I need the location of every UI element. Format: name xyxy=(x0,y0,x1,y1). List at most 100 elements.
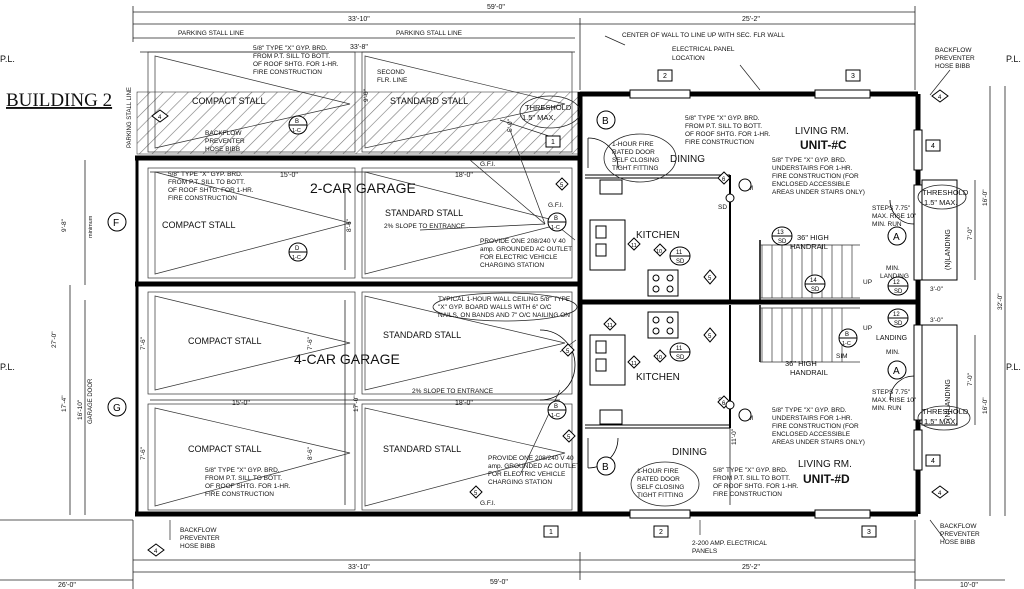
svg-text:SD: SD xyxy=(676,259,685,265)
under-stairs-a4: ENCLOSED ACCESSIBLE xyxy=(772,181,851,188)
up-d: UP xyxy=(863,325,872,332)
dim-top-left: 33'-10" xyxy=(348,16,370,23)
tag-5-e: 5 xyxy=(562,429,576,443)
window-tag-4-bottom: 4 xyxy=(925,454,941,467)
tag-11-c: 11 xyxy=(627,237,641,251)
steps-d1: STEPS 7.75" xyxy=(872,389,911,396)
window-tag-2-bottom: 2 xyxy=(653,525,669,538)
slope-2car: 2% SLOPE TO ENTRANCE xyxy=(384,223,466,230)
svg-text:2: 2 xyxy=(659,529,663,536)
tag-6-a: 6 xyxy=(717,171,731,185)
section-marker-b-mid: B 1-C xyxy=(547,212,567,232)
under-stairs-b3: FIRE CONSTRUCTION (FOR xyxy=(772,423,859,430)
dim-top-right: 25'-2" xyxy=(742,16,760,23)
second-floor-line-2: FLR. LINE xyxy=(377,77,408,84)
backflow-note-a2: PREVENTER xyxy=(205,138,245,145)
note-electrical-panel-location: LOCATION xyxy=(672,55,705,62)
gyp-note-b2: FROM P.T. SILL TO BOTT. xyxy=(168,179,245,186)
svg-text:11: 11 xyxy=(631,243,637,249)
svg-text:3: 3 xyxy=(851,73,855,80)
stall-standard-2car: STANDARD STALL xyxy=(385,208,463,218)
dim-right-upper: 16'-0" xyxy=(982,189,989,206)
fire-door-b4: TIGHT FITTING xyxy=(637,492,683,499)
svg-text:5: 5 xyxy=(708,334,712,340)
threshold-d2: 1.5" MAX. xyxy=(924,417,958,426)
svg-text:B: B xyxy=(845,332,849,338)
svg-text:B: B xyxy=(554,404,558,410)
under-stairs-b4: ENCLOSED ACCESSIBLE xyxy=(772,431,851,438)
svg-text:10: 10 xyxy=(656,355,662,361)
svg-text:6: 6 xyxy=(722,401,726,407)
living-room-c: LIVING RM. xyxy=(795,126,849,137)
stall-standard-top: STANDARD STALL xyxy=(390,96,468,106)
dim-right-landing1: 7'-0" xyxy=(967,226,974,240)
svg-text:11: 11 xyxy=(607,323,613,329)
tag-4-top-right: 4 xyxy=(931,89,949,103)
garage-2car-label: 2-CAR GARAGE xyxy=(310,180,416,196)
svg-text:A: A xyxy=(893,232,900,243)
gyp-note-c2: FROM P.T. SILL TO BOTT. xyxy=(205,475,282,482)
threshold-c1: THRESHOLD xyxy=(922,188,969,197)
tag-10-a: 10 xyxy=(653,243,667,257)
steps-d3: MIN. RUN xyxy=(872,405,902,412)
svg-text:6: 6 xyxy=(722,177,726,183)
dim-top-total: 59'-0" xyxy=(487,4,505,11)
stall-compact-4car-b: COMPACT STALL xyxy=(188,444,262,454)
under-stairs-a1: 5/8" TYPE "X" GYP. BRD. xyxy=(772,157,847,164)
threshold-top-1: THRESHOLD xyxy=(525,103,572,112)
backflow-note-b3: HOSE BIBB xyxy=(935,63,970,70)
sim-d: SIM xyxy=(836,353,848,360)
svg-text:SD: SD xyxy=(811,287,820,293)
dim-second-floor: 33'-8" xyxy=(350,44,368,51)
dim-bottom-far-left: 26'-0" xyxy=(58,582,76,589)
cm-detector-c xyxy=(738,178,752,192)
dim-11-0: 11'-0" xyxy=(731,428,738,445)
gyp-note-a3: OF ROOF SHTG. FOR 1-HR. xyxy=(253,61,339,68)
smoke-detector-c xyxy=(725,193,735,203)
cm-detector-d xyxy=(738,408,752,422)
under-stairs-a5: AREAS UNDER STAIRS ONLY) xyxy=(772,189,865,196)
dim-left-door1: 17'-4" xyxy=(61,395,68,412)
backflow-note-a3: HOSE BIBB xyxy=(205,146,240,153)
svg-text:1-C: 1-C xyxy=(842,341,851,347)
wall-ceiling-note-2: "X" GYP. BOARD WALLS WITH 6" O/C xyxy=(438,304,552,311)
svg-text:SD: SD xyxy=(676,355,685,361)
gyp-note-d4: FIRE CONSTRUCTION xyxy=(685,139,754,146)
svg-text:G: G xyxy=(113,403,121,414)
handrail-c2: HANDRAIL xyxy=(790,242,828,251)
min-landing-c1: MIN. xyxy=(886,265,900,272)
dim-garage2-depth: 18'-0" xyxy=(455,172,473,179)
svg-text:1-C: 1-C xyxy=(551,225,560,231)
revision-clouds xyxy=(432,95,971,507)
gyp-note-b1: 5/8" TYPE "X" GYP. BRD. xyxy=(168,171,243,178)
gyp-note-a2: FROM P.T. SILL TO BOTT. xyxy=(253,53,330,60)
svg-text:3: 3 xyxy=(867,529,871,536)
ev-note-a4: CHARGING STATION xyxy=(480,262,544,269)
backflow-note-d2: PREVENTER xyxy=(940,531,980,538)
dining-d: DINING xyxy=(672,447,707,458)
wall-ceiling-note-1: TYPICAL 1-HOUR WALL CEILING 5/8" TYPE xyxy=(438,296,571,303)
dim-stall-w5: 8'-6" xyxy=(307,446,314,460)
svg-text:B: B xyxy=(602,462,609,473)
kitchen-c: KITCHEN xyxy=(636,230,680,241)
door-tag-b-bottom: B xyxy=(596,456,616,476)
gyp-note-d3: OF ROOF SHTG. FOR 1-HR. xyxy=(685,131,771,138)
stall-standard-4car-a: STANDARD STALL xyxy=(383,330,461,340)
backflow-note-d3: HOSE BIBB xyxy=(940,539,975,546)
dim-right-lower: 16'-0" xyxy=(982,397,989,414)
svg-text:1-C: 1-C xyxy=(551,413,560,419)
dim-garage4-depth: 18'-0" xyxy=(455,400,473,407)
dim-right-landing2: 7'-0" xyxy=(967,372,974,386)
backflow-note-b1: BACKFLOW xyxy=(935,47,972,54)
gyp-note-c3: OF ROOF SHTG. FOR 1-HR. xyxy=(205,483,291,490)
dim-right-total: 32'-0" xyxy=(997,293,1004,310)
label-parking-stall-line-1: PARKING STALL LINE xyxy=(178,30,245,37)
stall-compact-top: COMPACT STALL xyxy=(192,96,266,106)
svg-text:1-C: 1-C xyxy=(292,255,301,261)
unit-d-label: UNIT-#D xyxy=(803,472,850,486)
kitchen-d: KITCHEN xyxy=(636,372,680,383)
section-marker-b-low: B 1-C xyxy=(547,400,567,420)
landing-d: (N)LANDING xyxy=(945,379,952,420)
symbol-tags: F G B 1-C D 1-C B 1-C B 1-C xyxy=(107,69,949,557)
backflow-note-c2: PREVENTER xyxy=(180,535,220,542)
